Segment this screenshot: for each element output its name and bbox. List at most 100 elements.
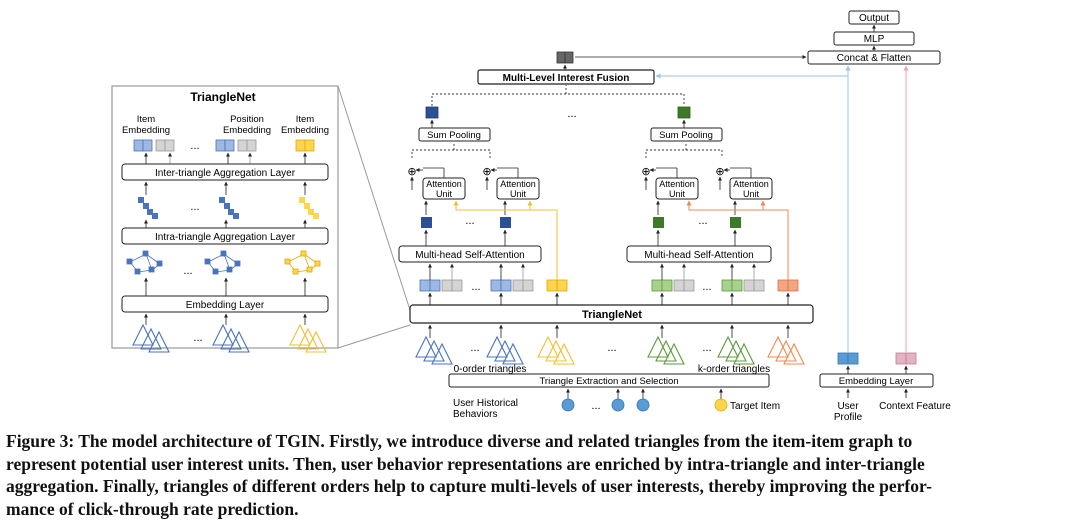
attention-unit-label: Attention (426, 179, 462, 189)
target-item-path-left (453, 200, 558, 280)
dots: ... (591, 400, 600, 412)
sum-pooling-box-left (418, 127, 491, 142)
caption-line: mance of click-through rate prediction. (6, 498, 299, 519)
fusion-fan (431, 85, 685, 106)
user-profile-vector (837, 352, 849, 365)
multi-head-self-attention-box-left (398, 245, 542, 263)
branch-left-arrows (428, 263, 525, 280)
panel-triangles-blue-2 (212, 323, 250, 353)
oplus: ⊕ (482, 166, 491, 178)
dots: ... (465, 215, 474, 227)
sum-pooling-label-right: Sum Pooling (659, 130, 713, 141)
zero-order-triangles-label: 0-order triangles (454, 364, 527, 375)
target-item-path-right (686, 200, 789, 280)
item-embedding-label-b1: Item (296, 114, 315, 125)
multi-head-self-attention-label-right: Multi-head Self-Attention (644, 250, 754, 261)
mlp-box (833, 31, 915, 46)
target-item-label: Target Item (730, 401, 780, 412)
panel-triangles-yellow (289, 323, 327, 353)
node-stack-blue-2 (219, 197, 239, 219)
intra-triangle-aggregation-label: Intra-triangle Aggregation Layer (155, 232, 296, 243)
attention-unit-label: Attention (500, 179, 536, 189)
graph-blue-1 (126, 250, 163, 275)
attention-unit-label: Unit (510, 189, 527, 199)
attention-unit-label: Unit (743, 189, 760, 199)
triangle-net-bar-label: TriangleNet (582, 309, 642, 321)
triangles-green-2 (717, 335, 755, 365)
dots: ... (193, 332, 202, 344)
zoom-line-top (337, 85, 411, 311)
dots: ... (702, 281, 711, 293)
dots: ... (607, 342, 616, 354)
target-item-node (714, 398, 728, 412)
triangle-net-bar (409, 304, 814, 324)
panel-arrows-low (144, 277, 307, 296)
embedding-cell-yellow (295, 139, 306, 152)
intra-triangle-aggregation-layer (121, 227, 329, 245)
embedding-cell-blue (215, 139, 226, 152)
trianglenet-up-arrows (428, 292, 790, 305)
user-profile-label-2: Profile (834, 412, 863, 423)
mlp-label: MLP (864, 34, 885, 45)
side-features: Embedding Layer User Profile Context Fea… (819, 352, 951, 423)
attention-unit-label: Attention (659, 179, 695, 189)
position-embedding-label-2: Embedding (223, 125, 271, 136)
attention-unit-label: Unit (669, 189, 686, 199)
branch-right-arrows (660, 263, 756, 280)
panel-embedding-layer-label: Embedding Layer (186, 300, 265, 311)
inter-triangle-aggregation-layer (121, 163, 329, 181)
node-stack-blue-1 (138, 197, 158, 219)
embedding-cell-yellow (304, 139, 315, 152)
embedding-cell-gray (246, 139, 257, 152)
triangles-yellow (537, 335, 575, 365)
position-embedding-label-1: Position (230, 114, 264, 125)
multi-level-interest-fusion-box (477, 69, 655, 85)
graph-blue-2 (204, 250, 241, 275)
dots: ... (190, 140, 199, 152)
dots: ... (567, 108, 576, 120)
branch-k-order: Sum Pooling ⊕ Attention Unit ⊕ Attention… (626, 106, 799, 293)
embedding-cell-gray (164, 139, 175, 152)
panel-embedding-layer (121, 295, 329, 313)
concat-flatten-label: Concat & Flatten (837, 53, 911, 64)
attention-unit-label: Unit (436, 189, 453, 199)
triangles-blue-2 (486, 335, 524, 365)
triangles-up-arrows (428, 324, 790, 338)
zoom-line-bottom (337, 324, 411, 349)
item-embedding-label-b2: Embedding (281, 125, 329, 136)
branch-right-embeddings: ... (651, 279, 799, 293)
triangle-net-panel: TriangleNet Item Embedding Position Embe… (111, 85, 411, 353)
user-profile-vector (847, 352, 859, 365)
inter-triangle-aggregation-label: Inter-triangle Aggregation Layer (155, 168, 296, 179)
user-behavior-node (636, 398, 650, 412)
embedding-cell-gray (237, 139, 248, 152)
sum-pooling-box-right (650, 127, 723, 142)
output-box (848, 10, 900, 25)
output-label: Output (859, 13, 889, 24)
triangle-extraction-selection-label: Triangle Extraction and Selection (539, 376, 678, 387)
multi-head-self-attention-label-left: Multi-head Self-Attention (415, 250, 525, 261)
caption-line: represent potential user interest units.… (6, 453, 925, 474)
graph-yellow (284, 250, 321, 275)
side-embedding-layer-box (819, 373, 934, 388)
panel-arrows-mid (144, 181, 307, 195)
branch-left-embeddings: ... (419, 279, 568, 293)
dots: ... (698, 215, 707, 227)
oplus: ⊕ (715, 166, 724, 178)
dots: ... (470, 342, 479, 354)
output-head: Output MLP Concat & Flatten (807, 10, 941, 65)
context-feature-vector (895, 352, 907, 365)
figure-caption: Figure 3: The model architecture of TGIN… (6, 430, 1076, 520)
embedding-cell-blue (142, 139, 153, 152)
context-feature-label: Context Feature (879, 401, 951, 412)
dots: ... (471, 281, 480, 293)
panel-arrows-mid2 (144, 219, 307, 228)
user-profile-label-1: User (837, 401, 859, 412)
user-historical-behaviors-label-1: User Historical (453, 398, 518, 409)
concat-flatten-box (807, 50, 941, 65)
attention-unit-label: Attention (733, 179, 769, 189)
user-behavior-node (611, 398, 625, 412)
branch-zero-order: Sum Pooling ⊕ Attention Unit ⊕ Attention… (398, 106, 568, 293)
node-stack-yellow (299, 197, 319, 219)
tgin-architecture-diagram: TriangleNet Item Embedding Position Embe… (111, 10, 951, 423)
